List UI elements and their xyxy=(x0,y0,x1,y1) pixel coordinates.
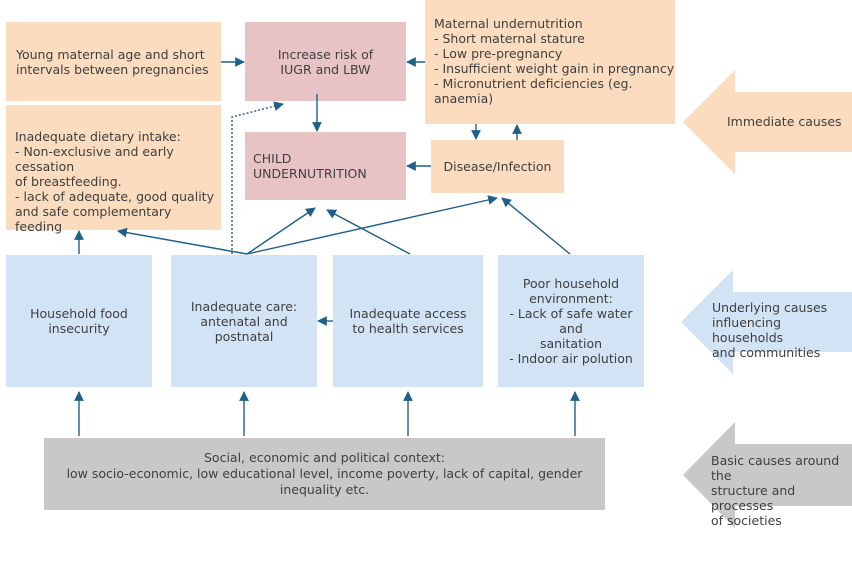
inadequate-access-box: Inadequate access to health services xyxy=(333,255,483,387)
arrow-care-to-risk-dotted xyxy=(231,101,284,254)
immediate-causes-label: Immediate causes xyxy=(727,114,842,129)
household-food-insecurity-box: Household food insecurity xyxy=(6,255,152,387)
underlying-causes-label: Underlying causes influencing households… xyxy=(712,300,828,360)
arrow-care-to-child xyxy=(246,207,316,255)
poor-household-environment-box: Poor household environment: - Lack of sa… xyxy=(498,255,644,387)
inadequate-care-box: Inadequate care: antenatal and postnatal xyxy=(171,255,317,387)
arrow-care-to-dietary xyxy=(117,227,248,255)
underlying-causes-arrow: Underlying causes influencing households… xyxy=(681,270,852,374)
child-undernutrition-box: CHILD UNDERNUTRITION xyxy=(245,132,406,200)
young-maternal-age-box: Young maternal age and short intervals b… xyxy=(6,22,221,101)
increase-risk-box: Increase risk of IUGR and LBW xyxy=(245,22,406,101)
inadequate-dietary-intake-box: Inadequate dietary intake: - Non-exclusi… xyxy=(6,105,221,234)
basic-causes-arrow: Basic causes around the structure and pr… xyxy=(683,422,852,528)
arrow-access-to-child xyxy=(326,209,411,255)
social-context-box: Social, economic and political context: … xyxy=(44,438,605,510)
disease-infection-box: Disease/Infection xyxy=(431,140,564,193)
arrow-care-to-disease xyxy=(246,195,498,255)
immediate-causes-arrow: Immediate causes xyxy=(683,70,852,174)
maternal-undernutrition-box: Maternal undernutrition - Short maternal… xyxy=(425,0,675,124)
arrow-environment-to-disease xyxy=(501,197,571,255)
basic-causes-label: Basic causes around the structure and pr… xyxy=(711,453,840,528)
